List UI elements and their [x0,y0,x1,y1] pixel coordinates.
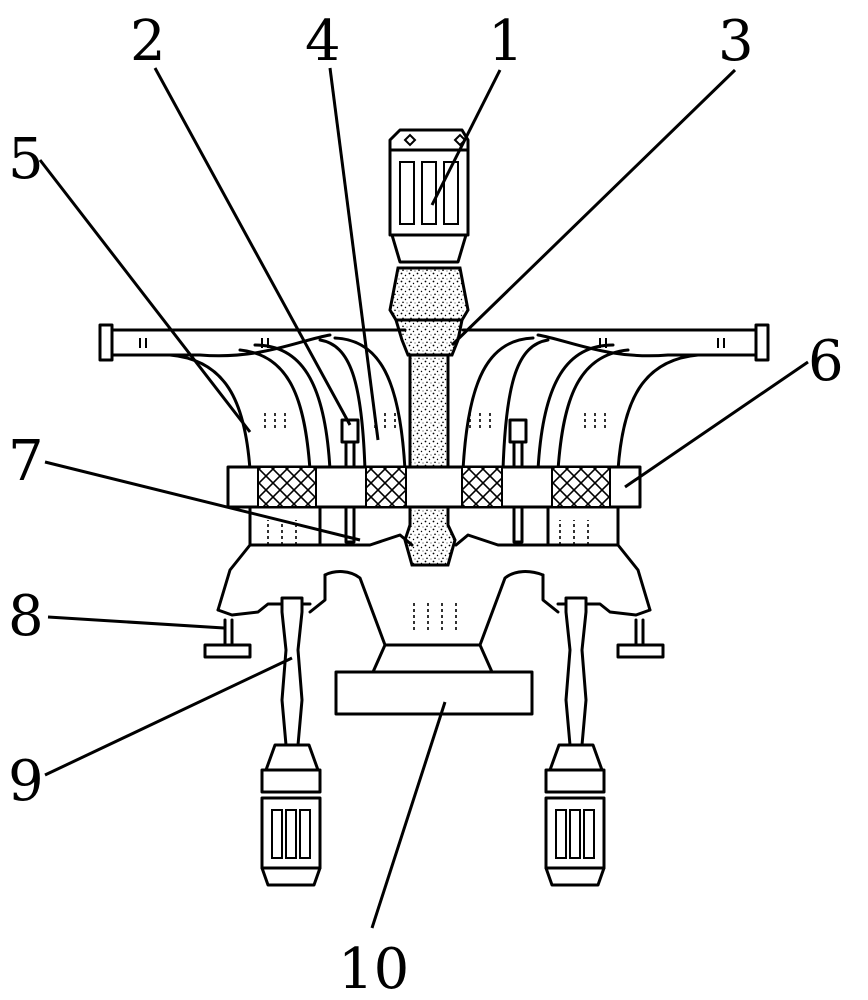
leader-line-4 [328,67,380,441]
callout-9: 9 [8,749,44,814]
leader-line-5 [38,159,252,433]
callout-3: 3 [718,9,754,74]
leader-line-10 [370,701,447,929]
upper-frame [98,323,770,472]
callout-8: 8 [8,584,44,649]
bottom-motor-left [260,596,322,887]
bottom-motor-right [544,596,606,887]
filter-band [226,465,642,509]
collector-box [334,670,534,716]
callout-labels: 1 2 3 4 5 6 7 8 9 10 [8,9,844,1000]
lower-body [203,505,665,674]
leader-line-7 [44,460,361,542]
leader-line-6 [624,360,809,489]
callout-1: 1 [488,9,524,74]
callout-2: 2 [130,9,166,74]
leader-line-3 [450,68,737,347]
leader-line-8 [47,615,225,630]
callout-6: 6 [808,329,844,394]
callout-7: 7 [8,429,44,494]
leader-line-1 [430,69,502,206]
callout-10: 10 [338,937,409,1000]
leader-lines [38,67,809,929]
top-motor [388,128,470,567]
callout-4: 4 [305,9,341,74]
flow-arrows [264,410,606,630]
callout-5: 5 [8,127,44,192]
leader-line-9 [44,656,293,777]
leader-line-2 [153,67,352,426]
